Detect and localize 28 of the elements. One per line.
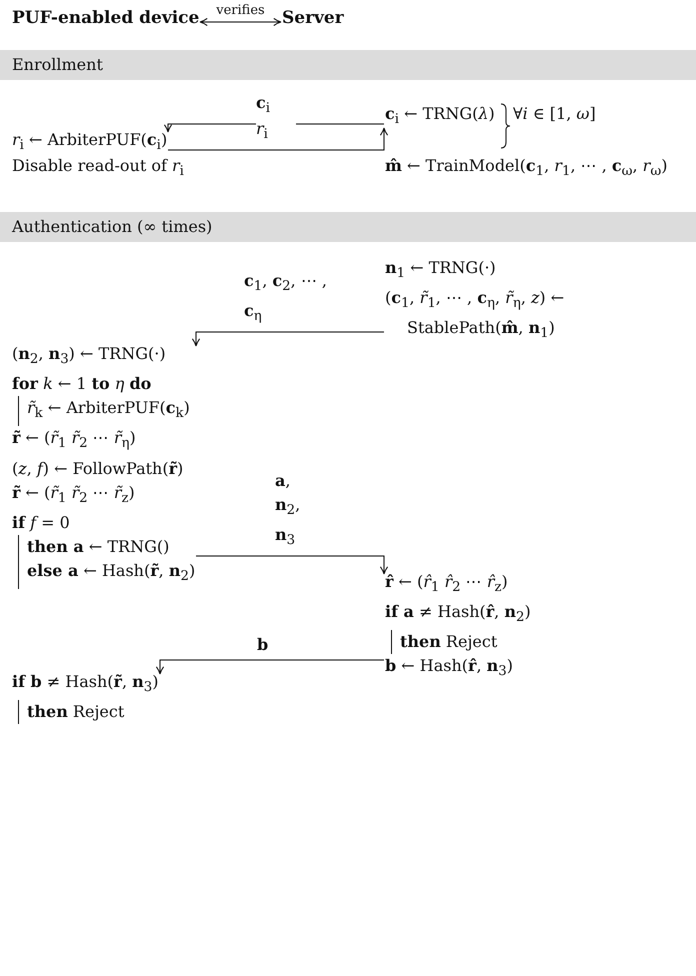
- section-band: [0, 50, 696, 80]
- section-heading: Authentication (∞ times): [12, 216, 212, 238]
- pseudocode-line: (c$_{1}$, r̃$_{1}$, ⋯ , c$_{η}$, r̃$_{η}$, z) ← StablePath(m̂, n$_{1}$): [385, 287, 566, 344]
- pseudocode-line: r̃ ← (r̃$_{1}$ r̃$_{2}$ ⋯ r̃$_{η}$): [12, 427, 136, 454]
- pseudocode-line: then a ← TRNG(): [18, 534, 170, 559]
- section-heading: Enrollment: [12, 54, 103, 76]
- pseudocode-line: m̂ ← TrainModel(c$_{1}$, r$_{1}$, ⋯ , c$_{ω}$, r$_{ω}$): [385, 155, 668, 182]
- pseudocode-line: r$_{i}$ ← ArbiterPUF(c$_{i}$): [12, 129, 168, 156]
- pseudocode-line: then Reject: [18, 700, 124, 724]
- pseudocode-line: b ← Hash(r̂, n$_{3}$): [385, 655, 513, 682]
- pseudocode-line: r̃$_{k}$ ← ArbiterPUF(c$_{k}$): [18, 396, 190, 426]
- pseudocode-line: r̂ ← (r̂$_{1}$ r̂$_{2}$ ⋯ r̂$_{z}$): [385, 571, 508, 598]
- pseudocode-line: c$_{i}$ ← TRNG(λ): [385, 103, 495, 130]
- pseudocode-line: (n$_{2}$, n$_{3}$) ← TRNG(·): [12, 343, 166, 370]
- party-heading: Server: [282, 7, 344, 30]
- pseudocode-line: Disable read-out of r$_{i}$: [12, 155, 184, 182]
- pseudocode-line: if f = 0: [12, 512, 70, 534]
- pseudocode-line: then Reject: [391, 630, 498, 654]
- pseudocode-line: if a ≠ Hash(r̂, n$_{2}$): [385, 601, 531, 628]
- section-band: [0, 212, 696, 242]
- party-heading: PUF-enabled device: [12, 7, 200, 30]
- pseudocode-line: n$_{1}$ ← TRNG(·): [385, 257, 496, 284]
- pseudocode-line: else a ← Hash(r̃, n$_{2}$): [18, 558, 196, 589]
- range-note: ∀i ∈ [1, ω]: [513, 103, 596, 125]
- pseudocode-line: r̃ ← (r̃$_{1}$ r̃$_{2}$ ⋯ r̃$_{z}$): [12, 482, 135, 508]
- pseudocode-line: for k ← 1 to η do: [12, 373, 152, 396]
- pseudocode-line: (z, f) ← FollowPath(r̃): [12, 458, 184, 480]
- pseudocode-line: if b ≠ Hash(r̃, n$_{3}$): [12, 671, 159, 698]
